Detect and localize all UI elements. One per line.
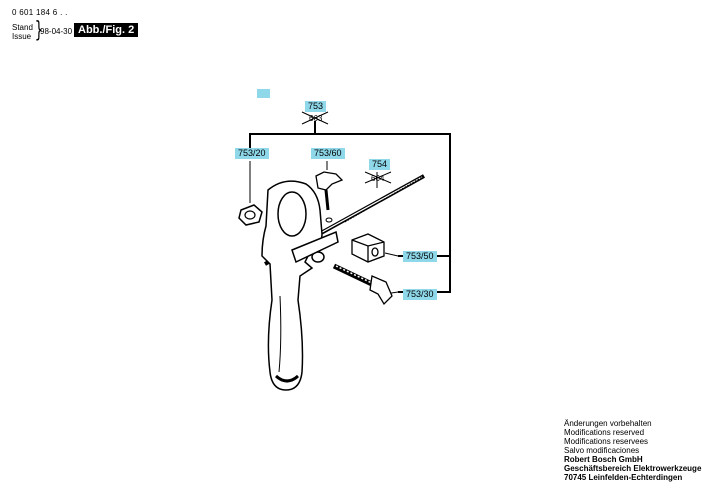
auxiliary-handle-body <box>261 180 339 391</box>
part-label-753-60: 753/60 <box>311 148 345 159</box>
company-address: 70745 Leinfelden-Echterdingen <box>564 473 683 482</box>
brace-symbol: } <box>34 18 44 43</box>
nut-part <box>238 204 263 226</box>
company-division: Geschäftsbereich Elektrowerkzeuge <box>564 464 702 473</box>
issue-label: Issue <box>12 32 32 41</box>
wing-screw-part <box>315 171 344 223</box>
note-line-en: Modifications reserved <box>564 428 645 437</box>
part-label-753: 753 <box>305 101 327 112</box>
part-label-754: 754 <box>369 159 391 170</box>
part-664-crossed: 664 <box>371 174 385 183</box>
crossed-numbers: 663 664 <box>309 114 385 183</box>
wing-bolt-part <box>332 263 393 306</box>
company-name: Robert Bosch GmbH <box>564 455 643 464</box>
note-line-de: Änderungen vorbehalten <box>564 419 652 428</box>
part-label-753-20: 753/20 <box>235 148 269 159</box>
figure-label: Abb./Fig. 2 <box>74 23 139 37</box>
note-line-es: Salvo modificaciones <box>564 446 640 455</box>
clamp-block-part <box>351 233 385 263</box>
issue-date: 98-04-30 <box>40 27 73 36</box>
part-label-753-50: 753/50 <box>403 251 437 262</box>
note-line-fr: Modifications reservees <box>564 437 649 446</box>
stand-issue-label: Stand Issue <box>12 23 33 41</box>
document-number: 0 601 184 6 . . <box>12 8 68 17</box>
part-label-753-30: 753/30 <box>403 289 437 300</box>
stand-label: Stand <box>12 23 33 32</box>
marker-square <box>257 89 270 98</box>
strike-lines <box>301 111 392 184</box>
part-663-crossed: 663 <box>309 114 323 123</box>
